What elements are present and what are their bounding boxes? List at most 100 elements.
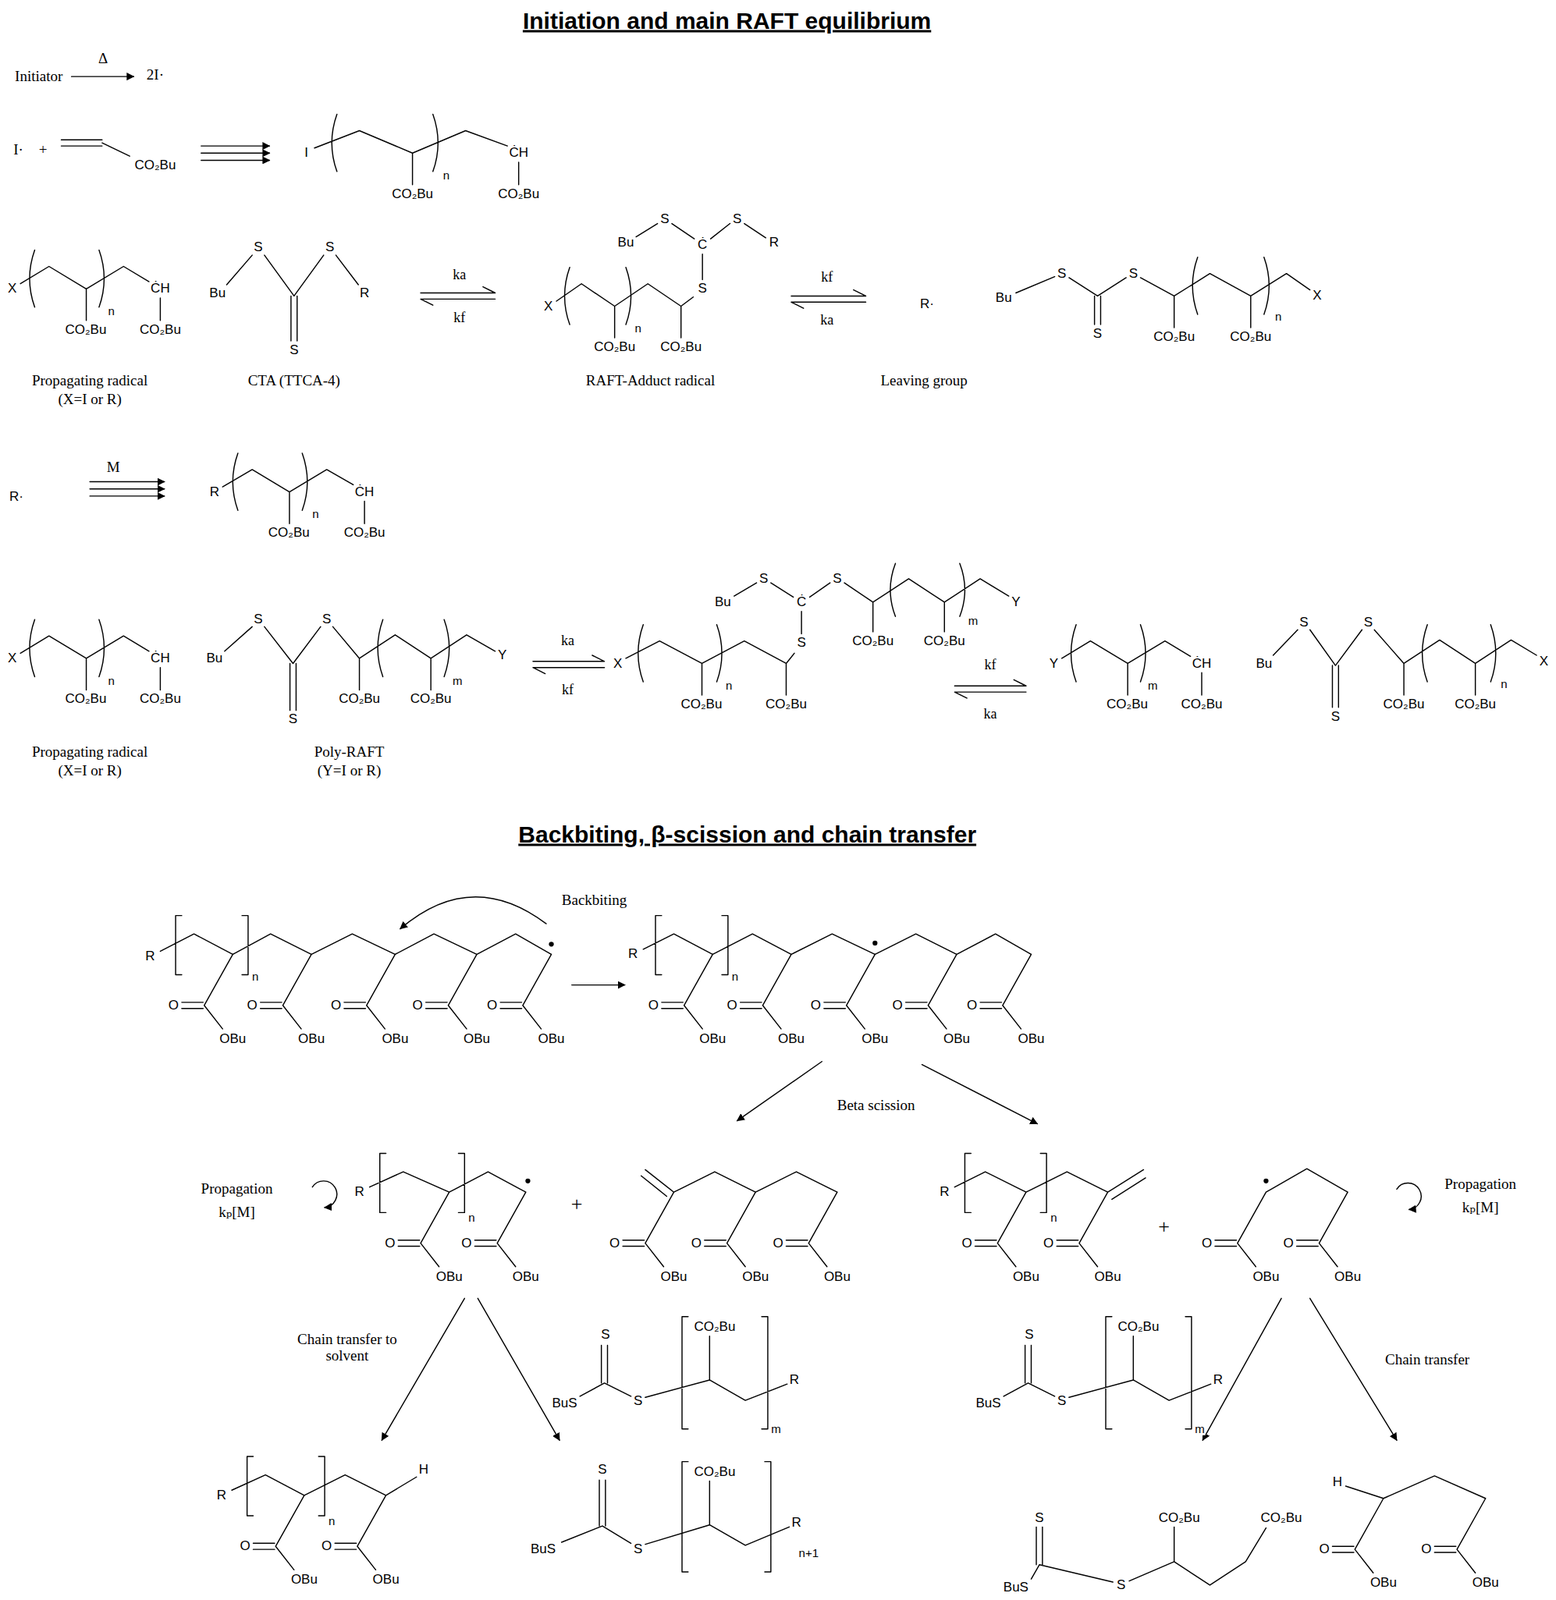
atom-label: O [330,998,342,1013]
atom-label: CO₂Bu [63,322,107,338]
chain-index: m [770,1423,782,1437]
rate-constant: kf [561,682,575,699]
atom-label: BuS [1002,1580,1030,1596]
caption-text: RAFT-Adduct radical [585,373,717,390]
atom-label: S [1330,709,1341,725]
radical-dot [872,941,878,946]
atom-label: CO₂Bu [679,696,723,712]
atom-label: CO₂Bu [138,692,182,707]
atom-label: R [353,1185,365,1201]
atom-label: I [303,145,310,161]
reaction-arrow [737,1062,823,1122]
chain-index: m [1147,679,1159,693]
chain-index: n [724,679,733,693]
backbone-bonds [159,916,551,1030]
caption-text: (Y=I or R) [316,762,382,779]
atom-label: S [795,635,807,651]
chain-index: n [1499,677,1508,691]
atom-label: CO₂Bu [1152,329,1196,345]
atom-label: Bu [205,651,224,667]
curved-arrow [400,897,547,930]
atom-label: Bu [208,285,227,301]
chain-index: n [1274,309,1283,324]
atom-label: O [771,1236,784,1251]
reaction-arrow [201,145,270,146]
polymer-bonds [222,453,365,524]
atom-label: Bu [1254,656,1273,672]
atom-label: S [252,612,263,628]
chain-index: m [451,674,464,688]
atom-label: H [418,1463,430,1478]
atom-label: O [1282,1236,1295,1251]
atom-label: OBu [777,1032,806,1048]
atom-label: S [697,281,708,297]
rate-constant: kf [820,269,834,286]
atom-label: OBu [1094,1269,1123,1285]
structure-group [20,76,1537,1586]
atom-label: OBu [462,1032,491,1048]
atom-label: S [632,1394,644,1410]
atom-label: O [383,1236,396,1251]
atom-label: O [1200,1236,1213,1251]
radical-dot [548,941,554,947]
caption-text: Propagation [200,1181,274,1198]
caption-text: M [106,459,121,477]
atom-label: O [1420,1542,1432,1558]
atom-label: OBu [1369,1576,1398,1592]
caption-text: Δ [97,49,109,67]
caption-text: Initiator [14,68,64,86]
product-bonds [1030,1527,1266,1586]
atom-label: S [831,571,842,587]
atom-label: X [612,656,623,672]
atom-label: CO₂Bu [497,186,540,202]
atom-label: OBu [1016,1032,1045,1048]
caption-text: + [38,142,49,159]
atom-label: S [1092,326,1103,342]
poly-raft-bonds [579,1317,788,1430]
atom-label: CO₂Bu [1382,696,1426,712]
atom-label: S [731,212,743,228]
atom-label: CO₂Bu [390,186,434,202]
atom-label: OBu [380,1032,409,1048]
reaction-arrow [477,1298,560,1441]
atom-label: CO₂Bu [343,525,387,541]
atom-label: ĊH [149,651,171,667]
atom-label: BuS [974,1396,1002,1412]
adduct-bonds [625,563,1009,696]
atom-label: Y [1048,656,1059,672]
atom-label: S [1023,1328,1034,1343]
caption-text: Chain transfer [1384,1351,1471,1368]
backbone-bonds [643,916,1031,1030]
atom-label: OBu [1251,1269,1280,1285]
atom-label: H [1332,1474,1343,1490]
chain-index: n+1 [798,1547,820,1561]
atom-label: Ċ [696,238,708,253]
atom-label: S [1056,1394,1067,1410]
atom-label: R [768,235,780,251]
atom-label: O [891,998,903,1013]
atom-label: S [288,342,299,358]
product-bonds [231,1456,417,1571]
equilibrium-arrow [791,290,867,310]
macro-raft-bonds [1273,625,1538,708]
atom-label: CO₂Bu [1116,1320,1160,1336]
atom-label: CO₂Bu [1158,1510,1201,1526]
atom-label: Ċ [795,595,807,611]
reaction-arrow [71,75,135,77]
atom-label: Y [497,648,508,664]
fragment-bonds [954,1153,1146,1267]
radical-dot [525,1179,530,1184]
atom-label: CO₂Bu [659,340,703,356]
caption-text: CTA (TTCA-4) [247,373,342,390]
atom-label: O [246,998,259,1013]
chain-index: n [634,322,643,336]
plus-sign: + [570,1193,584,1217]
atom-label: CO₂Bu [1260,1510,1304,1526]
atom-label: OBu [823,1269,852,1285]
rate-constant: kf [452,310,466,327]
atom-label: CO₂Bu [1453,696,1497,712]
atom-label: OBu [698,1032,727,1048]
atom-label: O [238,1539,251,1555]
rate-constant: ka [560,633,576,650]
